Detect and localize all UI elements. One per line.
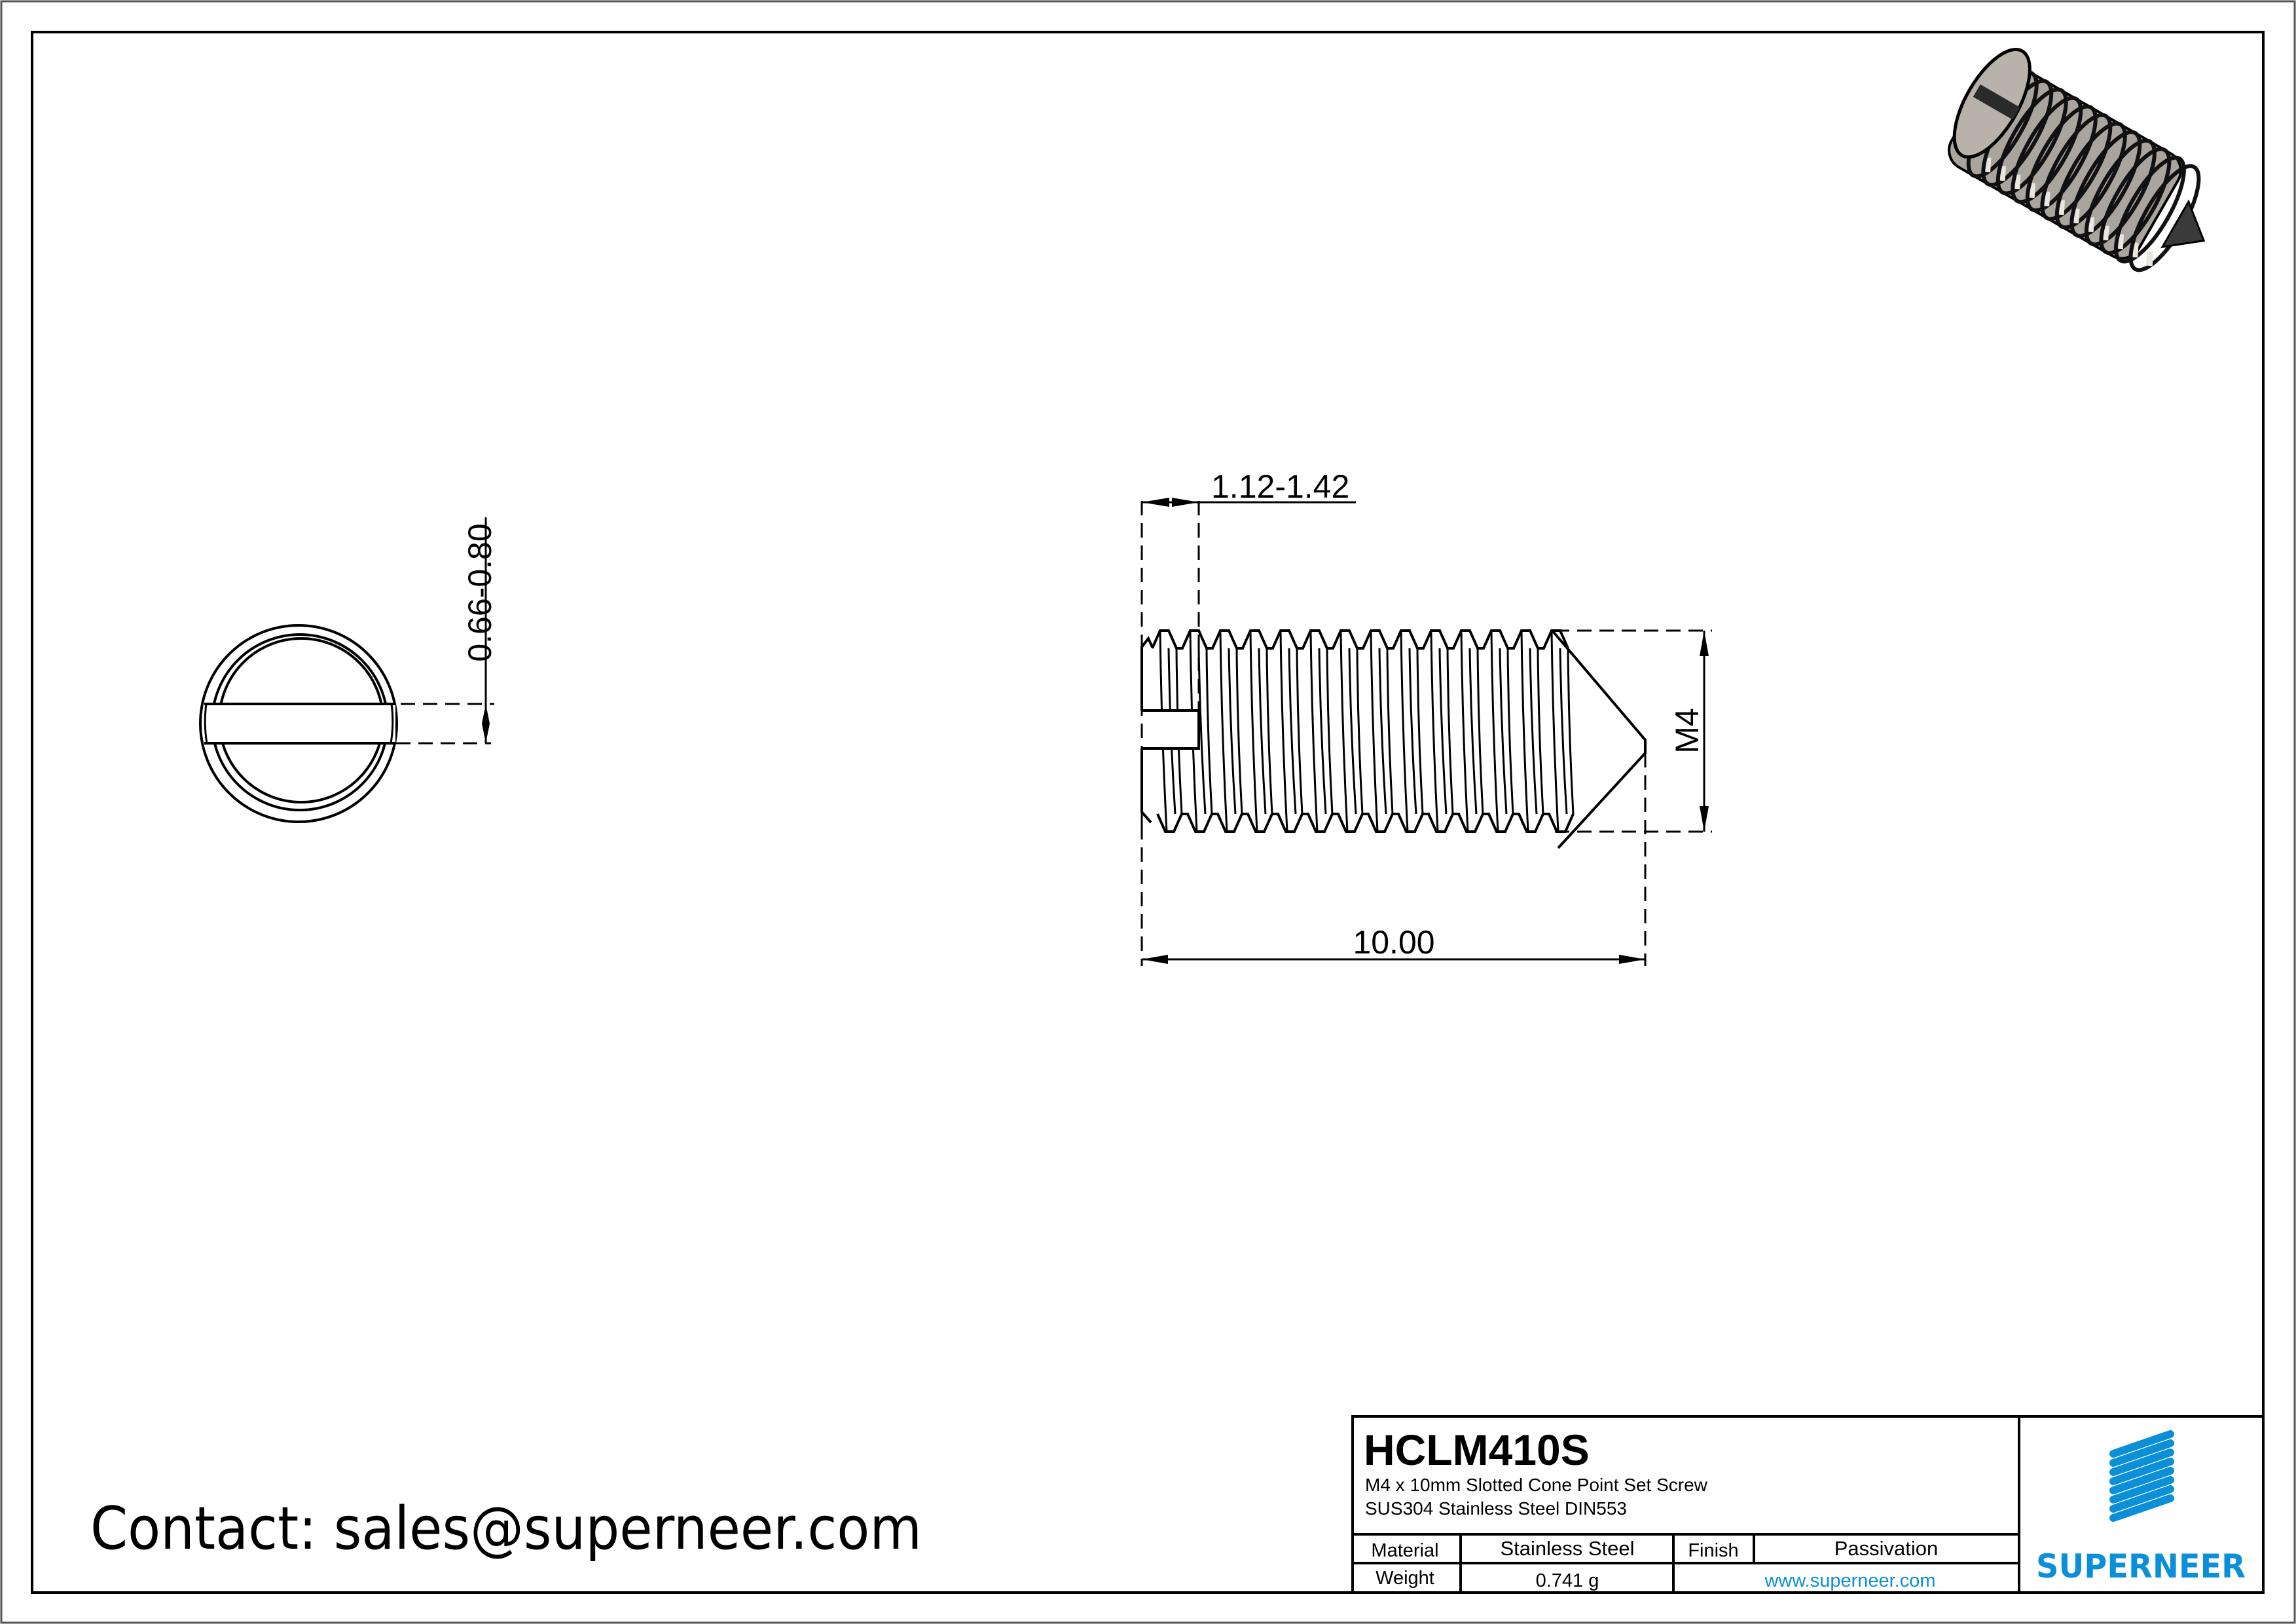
weight-value: 0.741 g	[1536, 1570, 1599, 1591]
logo-wordmark: SUPERNEER	[2036, 1547, 2246, 1585]
weight-label: Weight	[1376, 1568, 1434, 1589]
title-block: HCLM410S M4 x 10mm Slotted Cone Point Se…	[1351, 1415, 2265, 1594]
description-line-2: SUS304 Stainless Steel DIN553	[1365, 1498, 1627, 1519]
finish-label: Finish	[1688, 1540, 1738, 1561]
part-number: HCLM410S	[1364, 1426, 1590, 1474]
slot-depth-dimension: 1.12-1.42	[1211, 468, 1349, 505]
end-view: 0.66-0.80	[199, 517, 498, 823]
contact-text: Contact: sales@superneer.com	[90, 1494, 922, 1563]
website-link[interactable]: www.superneer.com	[1764, 1570, 1935, 1591]
isometric-render	[1948, 48, 2206, 272]
material-value: Stainless Steel	[1500, 1537, 1634, 1560]
side-view: 1.12-1.42 M4 10.00	[1140, 468, 1712, 966]
drawing-frame	[31, 31, 2265, 1594]
website-link-text[interactable]: www.superneer.com	[1764, 1570, 1935, 1591]
material-label: Material	[1371, 1540, 1438, 1561]
finish-value: Passivation	[1834, 1537, 1939, 1560]
overall-length-dimension: 10.00	[1353, 924, 1434, 961]
thread-size-dimension: M4	[1669, 708, 1705, 753]
superneer-logo-icon	[2109, 1430, 2174, 1522]
description-line-1: M4 x 10mm Slotted Cone Point Set Screw	[1365, 1475, 1708, 1495]
slot-width-dimension: 0.66-0.80	[462, 523, 498, 661]
